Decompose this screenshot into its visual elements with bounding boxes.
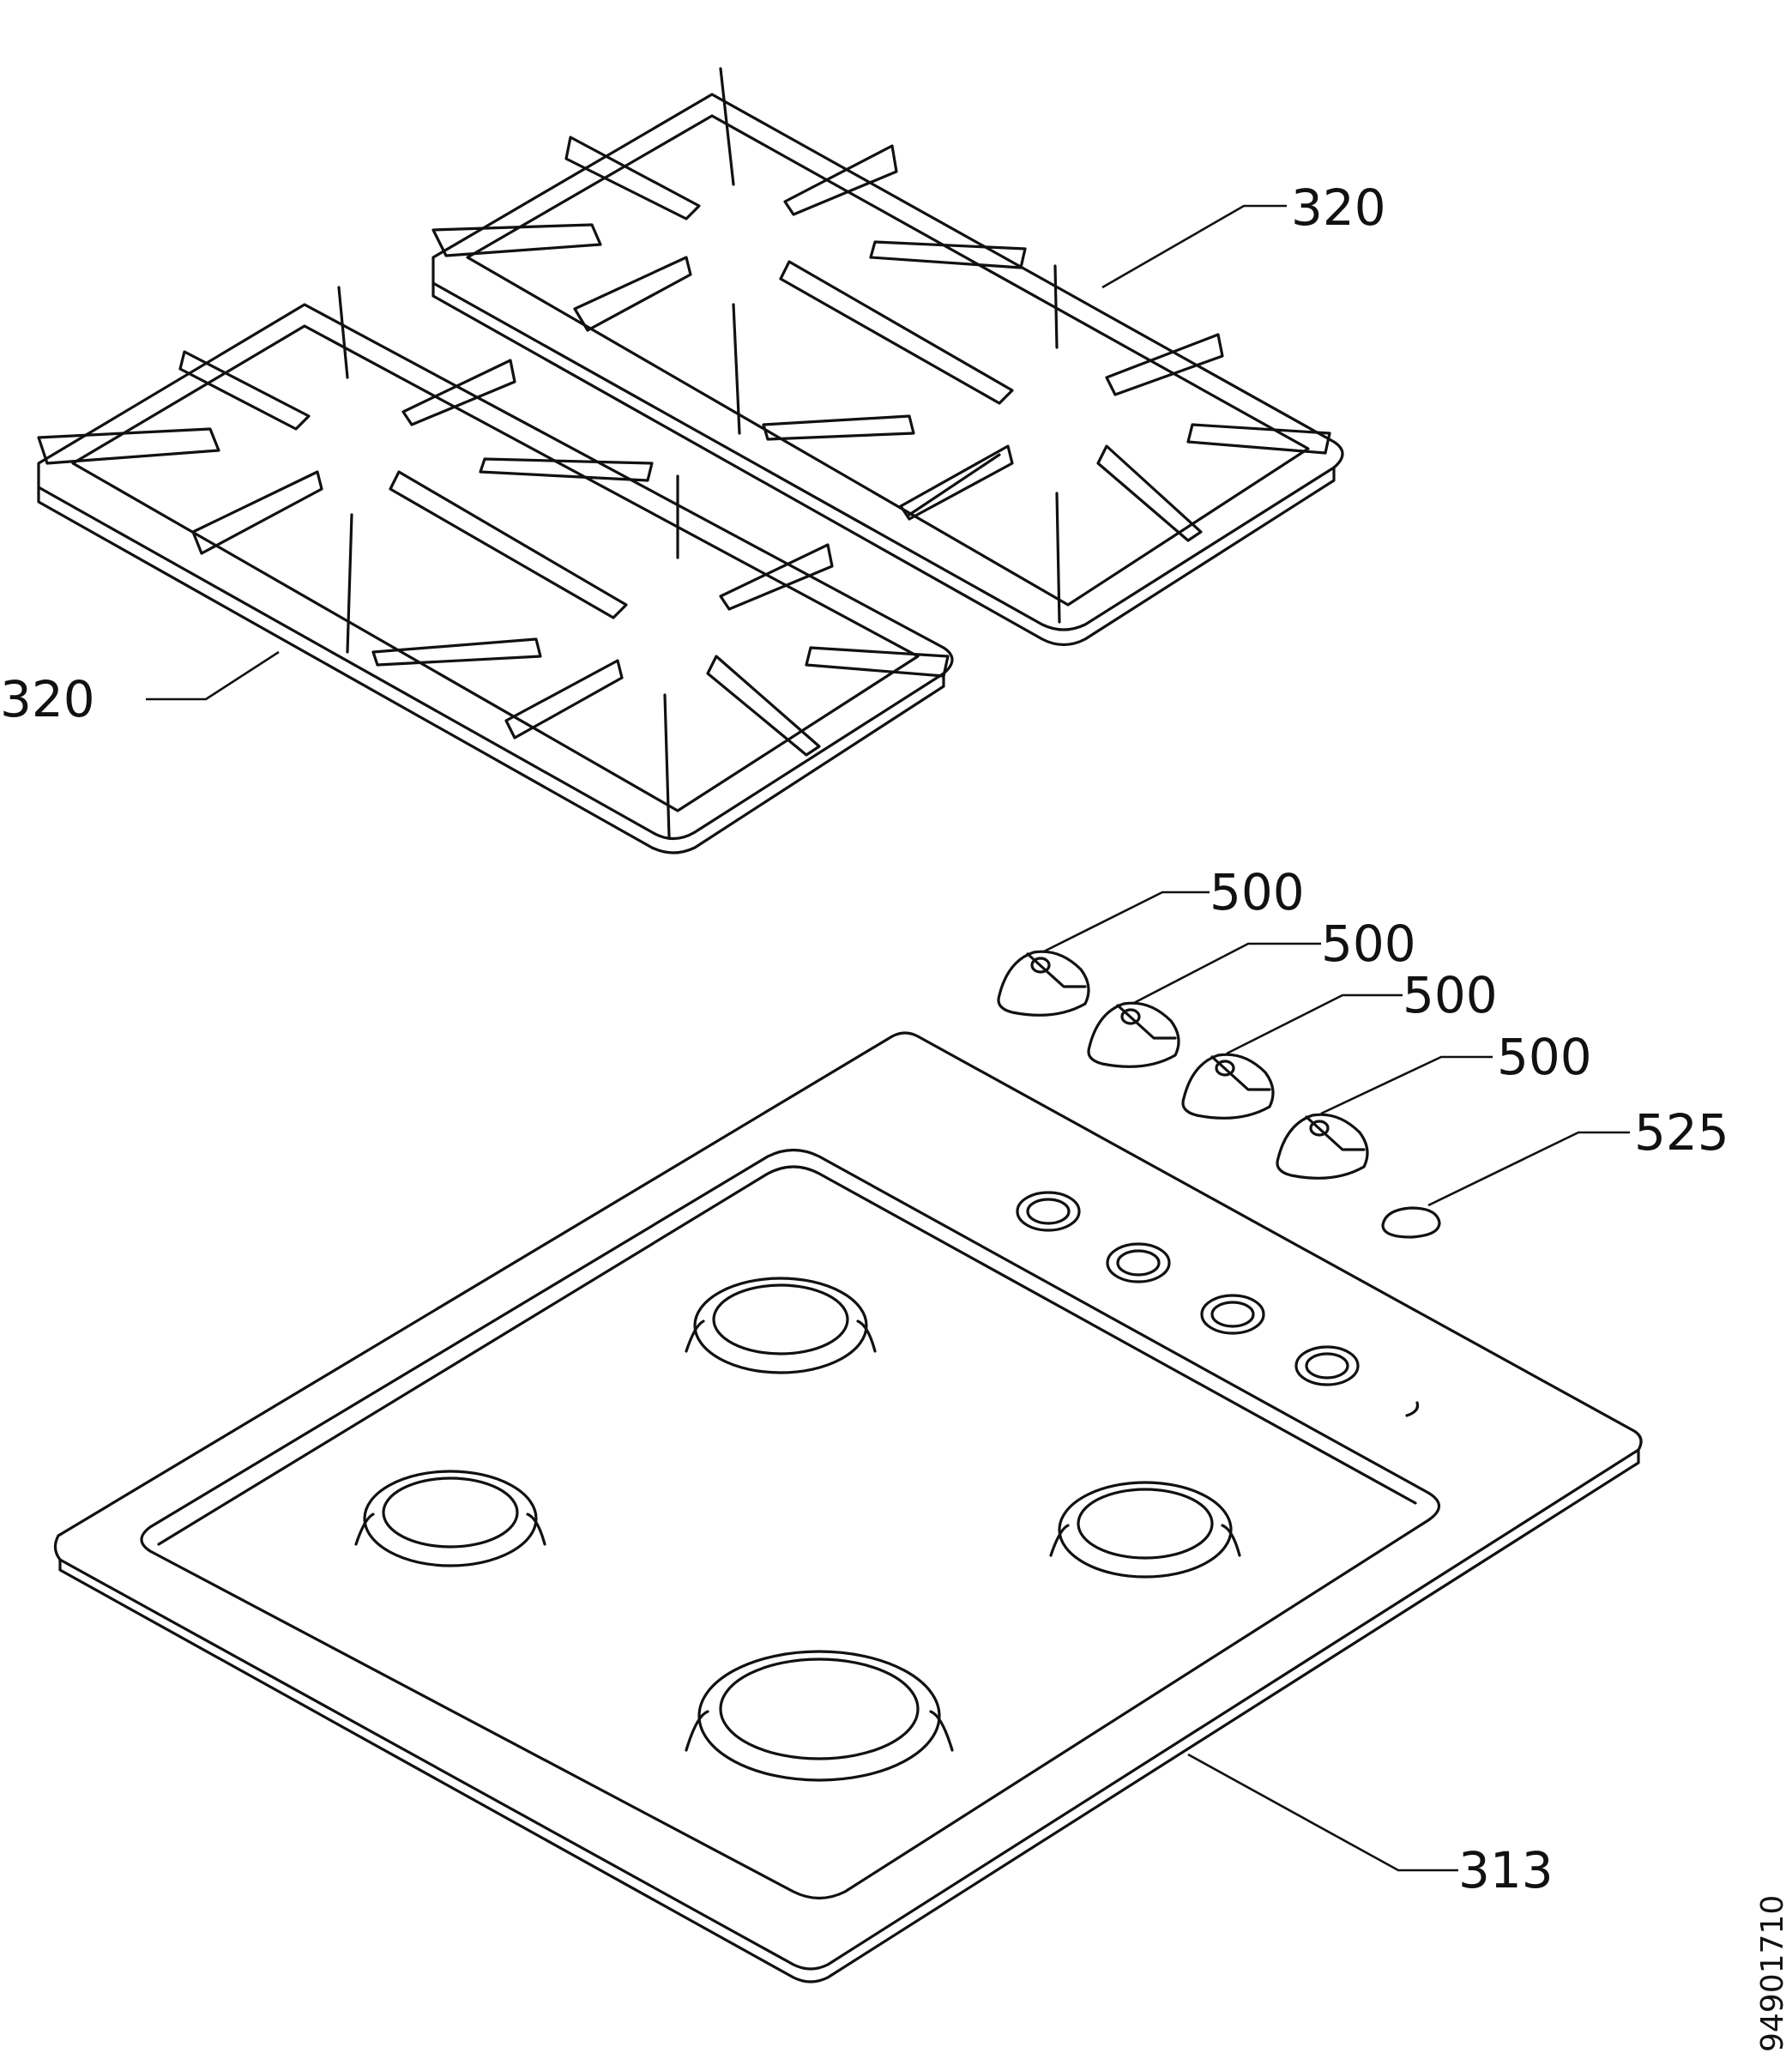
document-number: 94901710 <box>1755 1895 1790 2052</box>
control-knob-3 <box>1181 1053 1275 1120</box>
pan-support-grid-right <box>431 67 1344 647</box>
callout-button: 525 <box>1634 1103 1729 1162</box>
control-knob-4 <box>1276 1113 1369 1180</box>
callout-grid-left: 320 <box>0 670 95 728</box>
callout-knob-4: 500 <box>1497 1028 1592 1086</box>
callout-knob-2: 500 <box>1321 915 1416 973</box>
callout-grid-right: 320 <box>1291 178 1386 237</box>
control-knob-2 <box>1087 1001 1180 1068</box>
pan-support-grid-left <box>37 286 954 854</box>
callout-knob-1: 500 <box>1210 863 1305 921</box>
ignition-button <box>1381 1206 1441 1239</box>
callout-knob-3: 500 <box>1403 966 1498 1024</box>
callout-hob-top: 313 <box>1458 1841 1554 1899</box>
leader-lines <box>146 204 1630 1872</box>
hob-top-panel <box>53 1031 1643 1984</box>
control-knob-1 <box>997 950 1090 1017</box>
